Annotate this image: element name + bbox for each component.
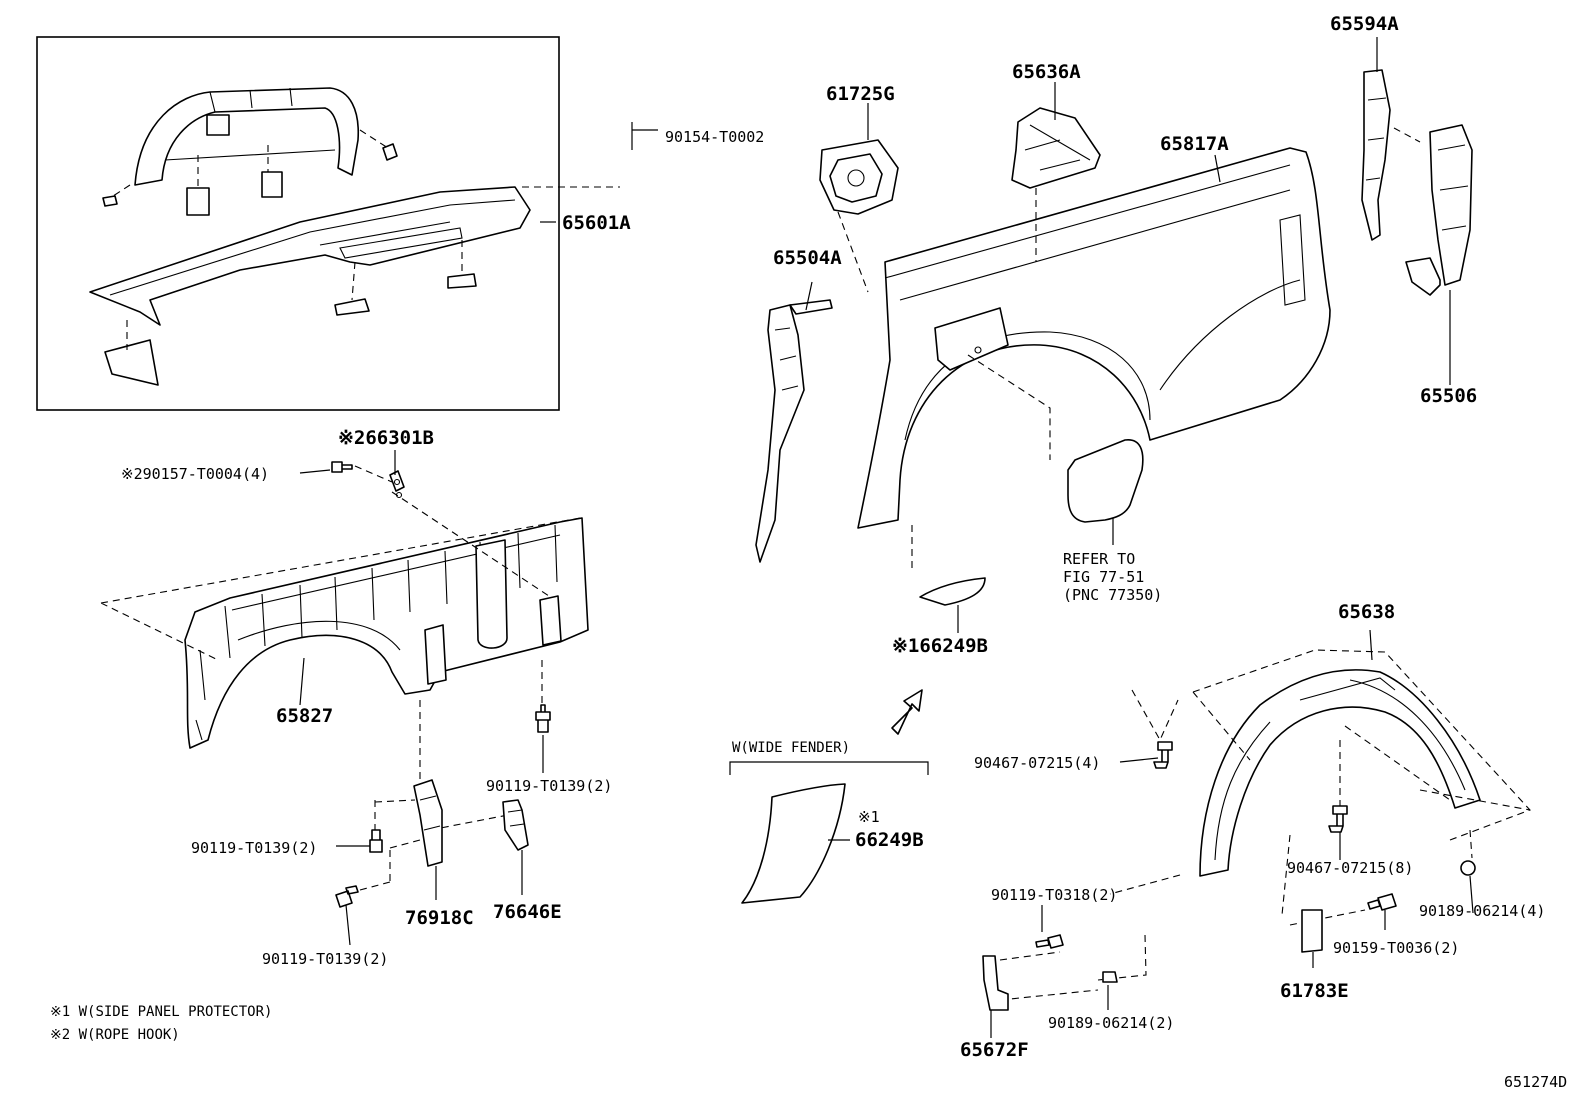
plate-61783E: [1301, 909, 1323, 953]
inset-dashed-guides: [109, 129, 620, 350]
right-top-dashed: [1393, 127, 1421, 143]
clip-90119-left-upper: [369, 829, 383, 853]
label-76918C: 76918C: [405, 907, 474, 929]
label-65638: 65638: [1338, 601, 1395, 623]
fender-liner-65638-drawing: [1199, 669, 1481, 877]
clip-90467-upper: [1153, 741, 1173, 769]
label-90467-lower: 90467-07215(8): [1287, 859, 1413, 877]
clip-90119-right: [535, 704, 551, 733]
label-90157: ※290157-T0004(4): [121, 465, 269, 483]
quarter-panel-65817A-drawing: [857, 147, 1331, 529]
label-65504A: 65504A: [773, 247, 842, 269]
label-66301B: ※266301B: [338, 427, 434, 449]
label-61783E: 61783E: [1280, 980, 1349, 1002]
bracket-65506-drawing: [1405, 124, 1473, 296]
label-90119-left-lower: 90119-T0139(2): [262, 950, 388, 968]
wide-fender-bracket: [729, 761, 929, 775]
clip-90467-lower: [1328, 805, 1348, 833]
arrow-indicator: [891, 689, 923, 735]
refer-line-3: (PNC 77350): [1063, 586, 1162, 604]
refer-line-2: FIG 77-51: [1063, 568, 1144, 586]
label-65817A: 65817A: [1160, 133, 1229, 155]
bracket-76918C: [413, 779, 443, 867]
inset-frame: [36, 36, 560, 411]
label-90154: 90154-T0002: [665, 128, 764, 146]
fuel-door-drawing: [1067, 439, 1144, 523]
refer-line-1: REFER TO: [1063, 550, 1135, 568]
bracket-65636A-drawing: [1011, 107, 1101, 189]
inner-panel-65601A-drawing: [89, 87, 531, 386]
figure-id: 651274D: [1504, 1073, 1567, 1091]
label-90119-left-upper: 90119-T0139(2): [191, 839, 317, 857]
label-65636A: 65636A: [1012, 61, 1081, 83]
bracket-65672F: [982, 955, 1009, 1011]
label-90189-right: 90189-06214(4): [1419, 902, 1545, 920]
footnote-2: ※2 W(ROPE HOOK): [50, 1027, 180, 1043]
label-66249B-note: ※1: [858, 808, 880, 826]
protector-66249B-large: [741, 783, 846, 904]
pillar-65504A-drawing: [755, 299, 833, 563]
label-65601A: 65601A: [562, 212, 631, 234]
pillar-65594A-drawing: [1361, 69, 1391, 241]
bolt-90119-T0318: [1035, 934, 1064, 949]
bolt-90159: [1367, 893, 1397, 911]
rope-hook-66301B: [389, 470, 405, 499]
liner-dashed-envelope: [999, 649, 1531, 1001]
clip-90119-left-lower: [335, 885, 359, 908]
label-65506: 65506: [1420, 385, 1477, 407]
nut-90189-right: [1460, 860, 1476, 876]
label-76646E: 76646E: [493, 901, 562, 923]
bolt-90157: [331, 461, 353, 473]
leader-lines: [299, 37, 1474, 1038]
side-panel-dashed-guides: [100, 465, 581, 891]
label-90189-lower: 90189-06214(2): [1048, 1014, 1174, 1032]
nut-90189-lower: [1102, 971, 1118, 983]
footnote-1: ※1 W(SIDE PANEL PROTECTOR): [50, 1004, 272, 1020]
protector-66249B-small: [919, 577, 986, 606]
center-dashed-guides: [837, 176, 1051, 570]
side-panel-65827-drawing: [184, 517, 589, 749]
label-66249B-large: 66249B: [855, 829, 924, 851]
bracket-76646E: [502, 799, 529, 851]
label-61725G: 61725G: [826, 83, 895, 105]
label-90119-T0318: 90119-T0318(2): [991, 886, 1117, 904]
fuel-lid-housing-61725G-drawing: [819, 139, 899, 215]
label-wide-fender: W(WIDE FENDER): [732, 740, 850, 756]
label-90159: 90159-T0036(2): [1333, 939, 1459, 957]
label-65594A: 65594A: [1330, 13, 1399, 35]
label-65672F: 65672F: [960, 1039, 1029, 1061]
label-90119-right: 90119-T0139(2): [486, 777, 612, 795]
label-90467-upper: 90467-07215(4): [974, 754, 1100, 772]
label-65827: 65827: [276, 705, 333, 727]
label-66249B-small: ※166249B: [892, 635, 988, 657]
